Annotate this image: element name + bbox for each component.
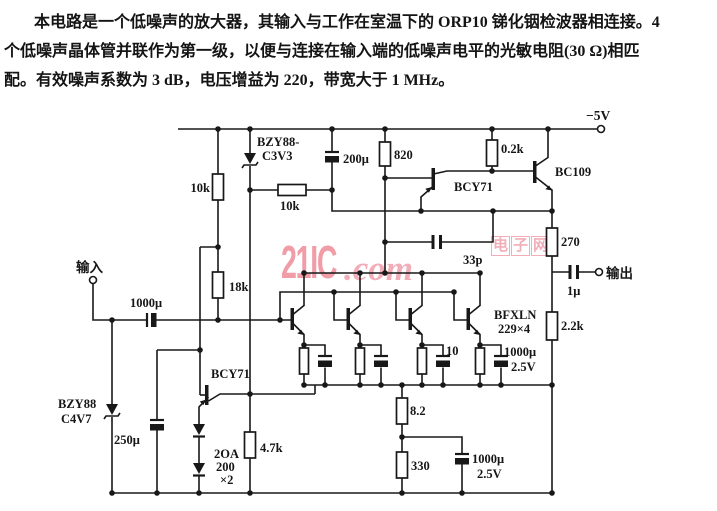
transistor-bcy71-input	[199, 385, 209, 406]
label-2_5v-emitter: 2.5V	[511, 360, 536, 374]
component-labels: −5V 输入 输出 10k 18k 10k 820 0.2k 270 2.2k …	[58, 108, 633, 487]
diodes	[103, 153, 259, 477]
label-330: 330	[411, 459, 430, 473]
label-10ohm: 10	[446, 344, 459, 358]
label-bzy88-c4v7-b: C4V7	[61, 412, 92, 426]
label-1000u-bottom: 1000μ	[472, 452, 504, 466]
supply-terminal	[596, 124, 606, 134]
resistor-emitter-1	[298, 347, 310, 375]
transistor-bc109	[533, 161, 552, 191]
caption-line-1: 本电路是一个低噪声的放大器，其输入与工作在室温下的 ORP10 锑化铟检波器相连…	[34, 14, 660, 31]
label-250u: 250μ	[114, 433, 140, 447]
resistor-emitter-3	[416, 347, 428, 375]
resistor-10k-bias	[211, 173, 225, 201]
output-label: 输出	[606, 265, 633, 281]
input-terminal	[88, 275, 98, 285]
label-bc109: BC109	[555, 165, 591, 179]
capacitor-200u	[325, 150, 339, 163]
resistor-270	[545, 227, 559, 257]
label-270: 270	[561, 235, 580, 249]
capacitor-emitter-1	[318, 354, 332, 367]
junction-dots	[109, 126, 555, 496]
label-oa200-a: 2OA	[214, 447, 239, 461]
label-1000u-emitter: 1000μ	[504, 345, 536, 359]
label-1000u-input: 1000μ	[130, 296, 162, 310]
label-8_2: 8.2	[410, 404, 426, 418]
label-0_2k: 0.2k	[501, 142, 524, 156]
label-10k-reg: 10k	[280, 199, 300, 213]
resistor-10k-reg	[277, 183, 307, 197]
capacitor-250u	[150, 418, 164, 431]
resistor-8_2	[395, 397, 409, 425]
transistors	[199, 161, 552, 406]
zener-bzy88-c3v3	[241, 153, 259, 169]
transistor-bfxln229-1	[290, 308, 304, 335]
label-200u: 200μ	[343, 152, 369, 166]
transistor-bfxln229-2	[346, 308, 360, 335]
label-bcy71-input: BCY71	[211, 367, 250, 381]
label-bfxln-a: BFXLN	[494, 308, 536, 322]
capacitor-1u	[568, 265, 579, 279]
output-terminal	[594, 267, 604, 277]
resistor-0_2k	[485, 139, 499, 167]
capacitor-emitter-3	[436, 354, 450, 367]
transistor-bcy71-driver	[425, 168, 435, 193]
resistor-4_7k	[243, 431, 257, 459]
resistor-emitter-2	[354, 347, 366, 375]
resistor-2_2k	[545, 311, 559, 341]
capacitor-feedback-1000u	[455, 452, 469, 465]
resistors	[211, 139, 559, 479]
label-bzy88-c3v3-b: C3V3	[262, 149, 293, 163]
capacitor-emitter-2	[374, 354, 388, 367]
label-2_5v-bottom: 2.5V	[477, 467, 502, 481]
label-33p: 33p	[463, 253, 483, 267]
label-bzy88-c4v7-a: BZY88	[58, 397, 96, 411]
label-oa200-c: ×2	[220, 473, 233, 487]
transistor-bfxln229-4	[466, 308, 480, 335]
label-2_2k: 2.2k	[561, 319, 584, 333]
capacitor-emitter-4	[494, 354, 508, 367]
label-1u: 1μ	[567, 284, 580, 298]
label-10k-bias: 10k	[191, 181, 211, 195]
input-label: 输入	[76, 259, 103, 275]
resistor-18k	[211, 271, 225, 299]
label-4_7k: 4.7k	[260, 441, 283, 455]
label-18k: 18k	[229, 280, 249, 294]
label-oa200-b: 200	[216, 460, 235, 474]
label-bcy71-driver: BCY71	[454, 180, 493, 194]
zener-bzy88-c4v7	[103, 404, 121, 420]
diode-oa200-1	[193, 424, 205, 438]
transistor-bfxln229-3	[408, 308, 422, 335]
caption-line-2: 个低噪声晶体管并联作为第一级，以便与连接在输入端的低噪声电平的光敏电阻(30 Ω…	[4, 43, 640, 60]
resistor-330	[395, 451, 409, 479]
label-bfxln-b: 229×4	[498, 322, 531, 336]
resistor-820	[378, 141, 392, 167]
resistor-emitter-4	[474, 347, 486, 375]
label-820: 820	[394, 148, 413, 162]
caption-line-3: 配。有效噪声系数为 3 dB，电压增益为 220，带宽大于 1 MHz。	[4, 72, 455, 89]
supply-label: −5V	[586, 108, 610, 123]
label-bzy88-c3v3-a: BZY88-	[257, 135, 299, 149]
capacitor-33p	[431, 235, 442, 249]
capacitor-input-1000u	[145, 313, 157, 327]
diode-oa200-2	[193, 463, 205, 477]
capacitors	[145, 150, 579, 465]
